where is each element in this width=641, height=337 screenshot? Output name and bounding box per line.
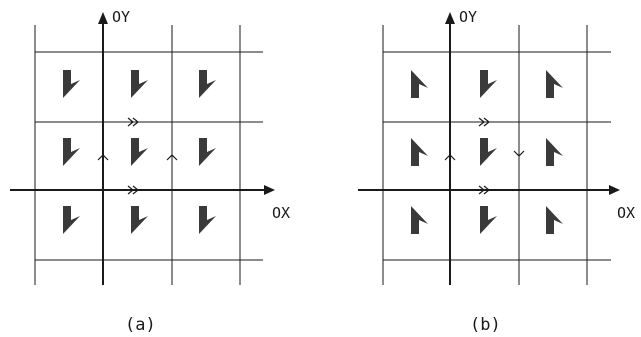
motif-tile-r1c2	[131, 70, 148, 98]
motif-tile-r2c2	[131, 138, 148, 166]
y-axis-label: OY	[459, 8, 477, 26]
motif-tile-r2c3	[199, 138, 216, 166]
x-axis-label: OX	[272, 204, 290, 222]
motif-tile-r1c1	[63, 70, 80, 98]
glide-arrow-up-icon	[166, 154, 178, 161]
glide-arrow-down-icon	[513, 150, 525, 157]
panel-a: OY OX (a)	[10, 8, 290, 335]
panel-a-axes	[10, 12, 275, 285]
motif-tile-r2c1	[63, 138, 80, 166]
panel-b-grid	[382, 25, 611, 285]
glide-double-arrow-icon	[478, 185, 490, 195]
panel-b-motifs	[411, 70, 563, 234]
glide-double-arrow-icon	[478, 117, 490, 127]
panel-b-axes	[358, 12, 620, 285]
panel-caption: (a)	[125, 315, 156, 335]
motif-tile-r3c3	[546, 206, 563, 234]
x-axis-arrowhead-icon	[609, 185, 620, 195]
y-axis-arrowhead-icon	[445, 12, 455, 24]
panel-a-markers	[97, 117, 178, 195]
x-axis-label: OX	[617, 204, 635, 222]
motif-tile-r1c3	[199, 70, 216, 98]
glide-arrow-up-icon	[97, 154, 109, 161]
motif-tile-r2c1	[411, 138, 428, 166]
motif-tile-r1c2	[480, 70, 497, 98]
y-axis-label: OY	[112, 8, 130, 26]
motif-tile-r3c2	[131, 206, 148, 234]
motif-tile-r1c3	[546, 70, 563, 98]
panel-caption: (b)	[470, 315, 501, 335]
motif-tile-r3c1	[411, 206, 428, 234]
motif-tile-r2c2	[480, 138, 497, 166]
motif-tile-r3c1	[63, 206, 80, 234]
motif-tile-r3c2	[480, 206, 497, 234]
panel-b-markers	[444, 117, 525, 195]
x-axis-arrowhead-icon	[264, 185, 275, 195]
y-axis-arrowhead-icon	[98, 12, 108, 24]
motif-tile-r2c3	[546, 138, 563, 166]
panel-a-motifs	[63, 70, 216, 234]
panel-b: OY OX (b)	[358, 8, 635, 335]
glide-double-arrow-icon	[127, 185, 139, 195]
motif-tile-r1c1	[411, 70, 428, 98]
motif-tile-r3c3	[199, 206, 216, 234]
glide-arrow-up-icon	[444, 154, 456, 161]
glide-double-arrow-icon	[127, 117, 139, 127]
